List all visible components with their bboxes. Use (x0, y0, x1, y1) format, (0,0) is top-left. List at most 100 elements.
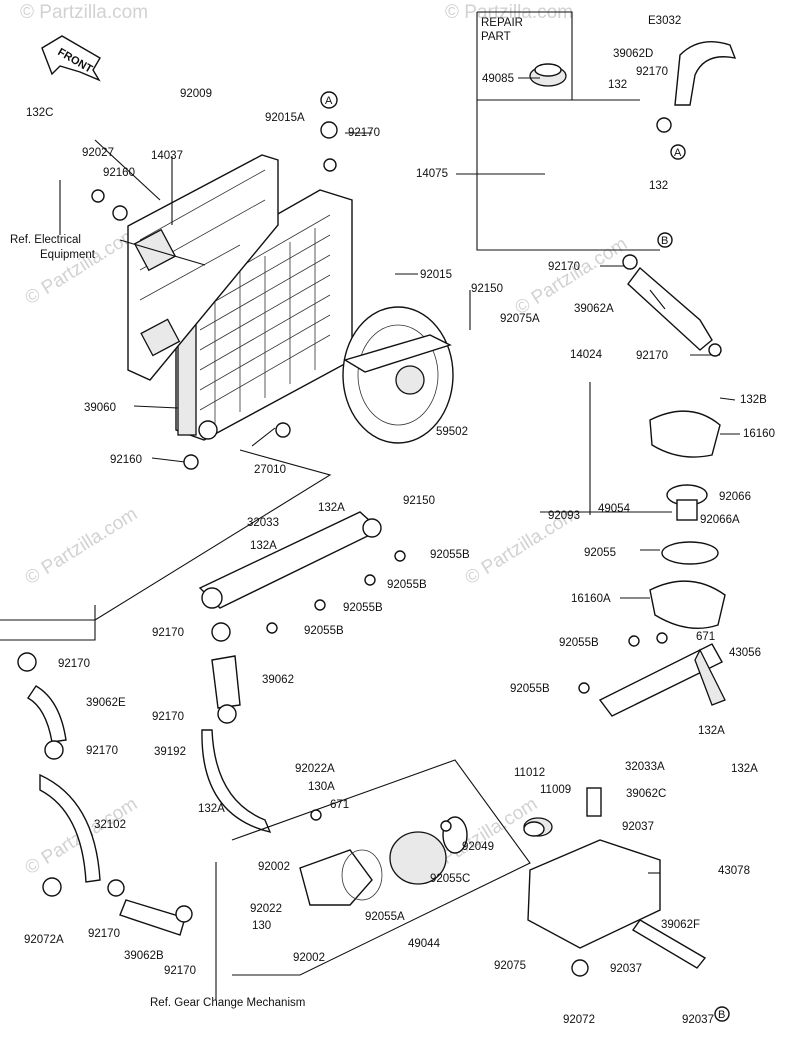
part-label: 92170 (548, 261, 580, 273)
part-label: 39062C (626, 788, 666, 800)
part-label: 92072 (563, 1014, 595, 1026)
part-label: 132 (608, 79, 627, 91)
part-label: 14024 (570, 349, 603, 361)
repair-part-label-1: REPAIR (481, 17, 523, 29)
part-label: 27010 (254, 464, 286, 476)
part-label: 39192 (154, 746, 186, 758)
part-label: 132C (26, 107, 54, 119)
part-label: 92055B (304, 625, 344, 637)
part-label: 130A (308, 781, 335, 793)
part-label: 39062D (613, 48, 653, 60)
ref-electrical-label: Equipment (40, 249, 96, 261)
part-label: 92170 (86, 745, 118, 757)
thermostat-assembly (649, 410, 726, 630)
part-label: 43078 (718, 865, 750, 877)
part-label: 43056 (729, 647, 761, 659)
part-label: 92015 (420, 269, 452, 281)
part-label: 92015A (265, 112, 305, 124)
repair-part-box: REPAIR PART (476, 11, 660, 251)
part-label: 16160 (743, 428, 775, 440)
part-label: 92055C (430, 873, 470, 885)
part-label: 92066A (700, 514, 740, 526)
part-label: 92075A (500, 313, 540, 325)
part-label: 49054 (598, 503, 631, 515)
part-label: 92037 (610, 963, 642, 975)
part-label: 132 (649, 180, 668, 192)
part-label: 92170 (348, 127, 380, 139)
part-label: 92170 (636, 66, 668, 78)
part-label: 14075 (416, 168, 448, 180)
part-label: 92170 (636, 350, 668, 362)
marker-b: B (718, 1009, 725, 1021)
part-label: 59502 (436, 426, 468, 438)
part-label: 92170 (164, 965, 196, 977)
part-label: 32033A (625, 761, 665, 773)
part-label: 92150 (403, 495, 435, 507)
part-label: 92022 (250, 903, 282, 915)
part-label: 92055A (365, 911, 405, 923)
part-labels: 132C 92027 14037 92160 92009 92015A 9217… (10, 48, 775, 1026)
part-label: 92170 (152, 711, 184, 723)
part-label: 92049 (462, 841, 494, 853)
ref-gear-change-label: Ref. Gear Change Mechanism (150, 997, 305, 1009)
part-label: 92055B (343, 602, 383, 614)
coolant-pipes (198, 511, 726, 717)
part-label: 49044 (408, 938, 441, 950)
part-label: 92055B (510, 683, 550, 695)
part-label: 92160 (110, 454, 142, 466)
part-label: 92055B (430, 549, 470, 561)
part-label: 92170 (58, 658, 90, 670)
part-label: 132A (318, 502, 345, 514)
marker-a: A (674, 147, 682, 159)
diagram-code: E3032 (648, 15, 681, 27)
marker-b: B (661, 235, 668, 247)
clamps (17, 117, 722, 977)
part-label: 92150 (471, 283, 503, 295)
part-label: 32102 (94, 819, 126, 831)
part-label: 14037 (151, 150, 183, 162)
part-label: 92093 (548, 510, 580, 522)
part-label: 132B (740, 394, 767, 406)
part-label: 16160A (571, 593, 611, 605)
part-label: 92055B (559, 637, 599, 649)
watermark: © Partzilla.com (22, 504, 142, 590)
part-label: 92066 (719, 491, 751, 503)
part-label: 92022A (295, 763, 335, 775)
part-label: 92072A (24, 934, 64, 946)
part-label: 11012 (514, 767, 545, 779)
part-label: 132A (250, 540, 277, 552)
water-pump (299, 816, 468, 906)
part-label: 92037 (682, 1014, 714, 1026)
part-label: 92002 (258, 861, 290, 873)
ref-electrical-label: Ref. Electrical (10, 234, 81, 246)
radiator-screen (127, 154, 279, 381)
part-label: 39062A (574, 303, 614, 315)
part-label: 32033 (247, 517, 279, 529)
repair-part-label-2: PART (481, 31, 511, 43)
part-label: 49085 (482, 73, 514, 85)
part-label: 92002 (293, 952, 325, 964)
part-label: 92055B (387, 579, 427, 591)
part-label: 39062F (661, 919, 700, 931)
hoses (26, 41, 737, 969)
part-label: 132A (731, 763, 758, 775)
part-label: 39062E (86, 697, 126, 709)
part-label: 92075 (494, 960, 526, 972)
part-label: 11009 (540, 784, 571, 796)
part-label: 39062B (124, 950, 164, 962)
part-label: 132A (698, 725, 725, 737)
part-label: 39060 (84, 402, 116, 414)
part-label: 132A (198, 803, 225, 815)
part-label: 130 (252, 920, 271, 932)
circle-markers: A A B B (320, 91, 730, 1022)
part-label: 92037 (622, 821, 654, 833)
cooling-fan (342, 306, 454, 444)
part-label: 92055 (584, 547, 616, 559)
marker-a: A (325, 95, 333, 107)
part-label: 92009 (180, 88, 212, 100)
part-label: 92160 (103, 167, 135, 179)
part-label: 92170 (152, 627, 184, 639)
part-label: 92027 (82, 147, 114, 159)
part-label: 39062 (262, 674, 294, 686)
